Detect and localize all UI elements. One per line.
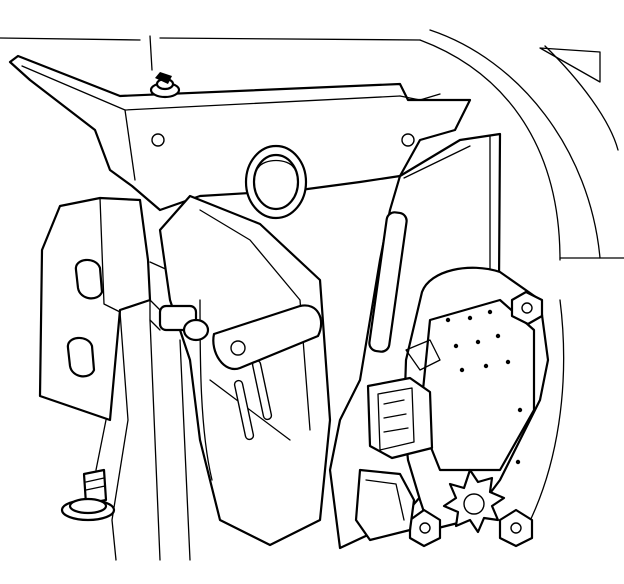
- pedal-arm-slot: [233, 379, 255, 441]
- pedal-arm: [158, 194, 332, 561]
- electrical-connector: [354, 376, 434, 542]
- module-rivets: [445, 309, 523, 465]
- pedal-link-arm: [212, 304, 323, 371]
- pedal-pivot-bolt: [149, 299, 210, 342]
- sensor-gear: [442, 468, 506, 534]
- retaining-bolt: [498, 508, 534, 548]
- retaining-bolt: [408, 508, 442, 548]
- vehicle-body-panel: [0, 29, 624, 541]
- bracket-slot: [368, 211, 408, 353]
- bracket-cutout: [66, 336, 96, 378]
- bracket-hole: [401, 133, 415, 147]
- bracket-grommet: [244, 144, 308, 220]
- retaining-bolt: [510, 290, 544, 326]
- bracket-cutout: [74, 258, 104, 300]
- bracket-hole: [151, 133, 165, 147]
- retaining-bolt: [60, 419, 116, 522]
- bracket-fastener: [149, 72, 181, 99]
